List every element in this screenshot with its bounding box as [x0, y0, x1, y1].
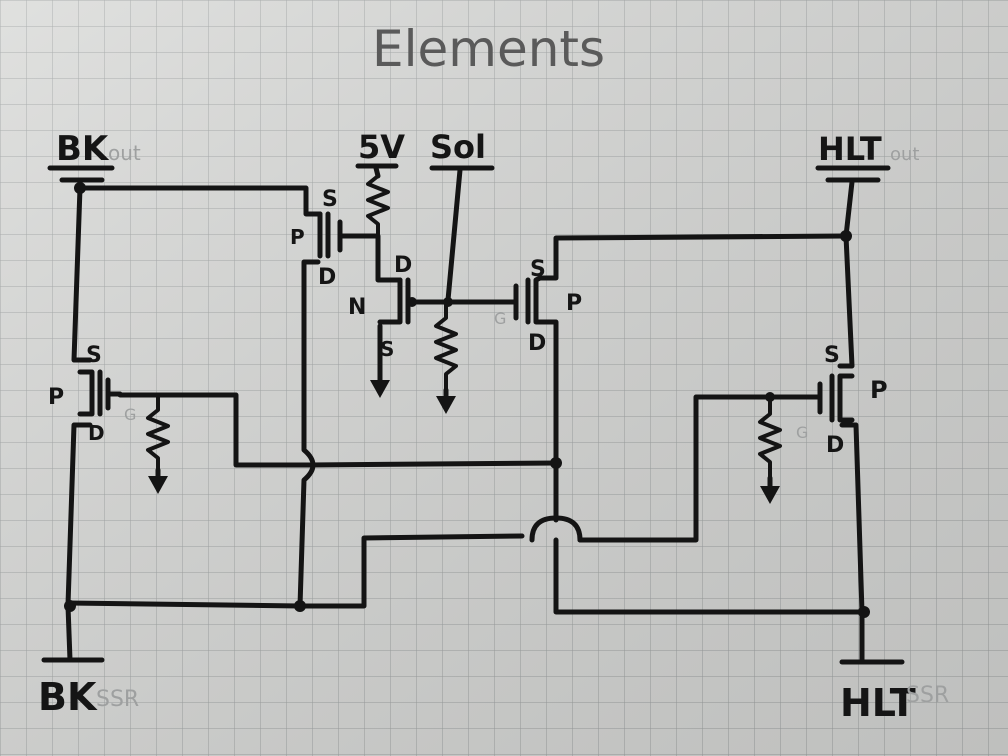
transistor-top-n-type-label: N — [348, 295, 366, 320]
transistor-top-p-type-label: P — [290, 225, 305, 249]
terminal-sol: Sol — [429, 128, 495, 171]
terminal-bk-top-bar — [47, 165, 115, 183]
wire-top-p-drain — [297, 259, 321, 609]
transistor-top-p-drain-label: D — [318, 265, 336, 290]
terminal-hlt-top-note: out — [890, 144, 919, 165]
transistor-top-p: S P D — [290, 187, 355, 290]
wire-bottom-left — [65, 533, 525, 609]
transistor-top-n-drain-label: D — [394, 253, 412, 278]
transistor-mid-p: S P D G — [494, 257, 582, 356]
ground-arrow-sol — [436, 387, 456, 414]
junction-hlt-top — [840, 230, 852, 242]
terminal-bk-bottom: BK SSR — [38, 657, 139, 719]
wire-hlt-top-rail — [837, 179, 855, 369]
terminal-5v: 5V — [355, 128, 405, 169]
resistor-left-gate — [146, 393, 170, 472]
terminal-sol-label: Sol — [430, 128, 486, 166]
terminal-hlt-bottom-note: SSR — [906, 683, 949, 708]
transistor-left-p: S P D G — [48, 343, 136, 445]
junction-dots — [64, 182, 870, 618]
terminal-bk-top: BK out — [47, 129, 141, 183]
transistor-right-p: S P D G — [796, 343, 888, 458]
wire-crossover-arc — [529, 515, 583, 543]
transistor-top-n-source-label: S — [380, 337, 394, 361]
transistor-left-drain-label: D — [88, 421, 105, 445]
resistor-5v — [366, 174, 390, 238]
transistor-mid-p-gate-note: G — [494, 309, 506, 328]
transistor-left-type-label: P — [48, 385, 64, 410]
terminal-hlt-top: HLT out — [815, 130, 919, 183]
transistor-left-gate-note: G — [124, 405, 136, 424]
wire-left-drain-down — [65, 422, 93, 608]
terminal-bk-top-label: BK — [56, 129, 110, 169]
wire-mid-to-bottom-right — [553, 537, 869, 615]
terminal-bk-top-note: out — [108, 141, 141, 165]
transistor-right-type-label: P — [870, 376, 888, 404]
wires — [65, 165, 869, 665]
wire-mid-p-drain — [537, 319, 559, 523]
transistor-left-source-label: S — [86, 343, 102, 368]
wire-right-drain-down — [839, 422, 865, 665]
terminal-bk-bottom-label: BK — [38, 675, 98, 719]
page-title: Elements — [372, 20, 605, 78]
ground-arrow-n-source — [370, 323, 390, 398]
transistor-top-p-source-label: S — [322, 187, 338, 212]
resistor-right-gate — [758, 395, 782, 480]
junction-bk-bottom — [64, 600, 76, 612]
junction-top-n-gate — [407, 297, 417, 307]
junction-gate-node — [550, 457, 562, 469]
terminal-hlt-top-label: HLT — [818, 130, 882, 168]
junction-hlt-bottom — [858, 606, 870, 618]
terminal-hlt-bottom: HLT SSR — [839, 659, 949, 725]
wire-mid-p-source — [537, 233, 847, 281]
terminal-5v-label: 5V — [358, 128, 405, 166]
terminal-bk-bottom-note: SSR — [96, 687, 139, 712]
wire-bk-to-top-p — [77, 185, 323, 217]
wire-left-gate — [117, 392, 559, 468]
junction-right-gate — [765, 392, 775, 402]
junction-bk-top — [74, 182, 86, 194]
transistor-mid-p-source-label: S — [530, 257, 546, 282]
terminal-hlt-bottom-label: HLT — [840, 681, 916, 725]
wire-sol-lead — [445, 167, 463, 303]
transistor-right-drain-label: D — [826, 433, 844, 458]
ground-arrow-right — [760, 475, 780, 504]
transistor-mid-p-type-label: P — [566, 291, 582, 316]
junction-sol-gate — [443, 297, 453, 307]
ground-arrow-left — [148, 467, 168, 494]
resistor-sol — [434, 300, 458, 392]
junction-bottom-center — [294, 600, 306, 612]
transistor-mid-p-drain-label: D — [528, 331, 546, 356]
wire-right-bottom-route — [577, 394, 823, 543]
wire-top-p-gate — [347, 233, 403, 283]
transistor-right-gate-note: G — [796, 423, 808, 442]
transistor-right-source-label: S — [824, 343, 840, 368]
wire-bk-bottom-lead — [65, 603, 73, 663]
